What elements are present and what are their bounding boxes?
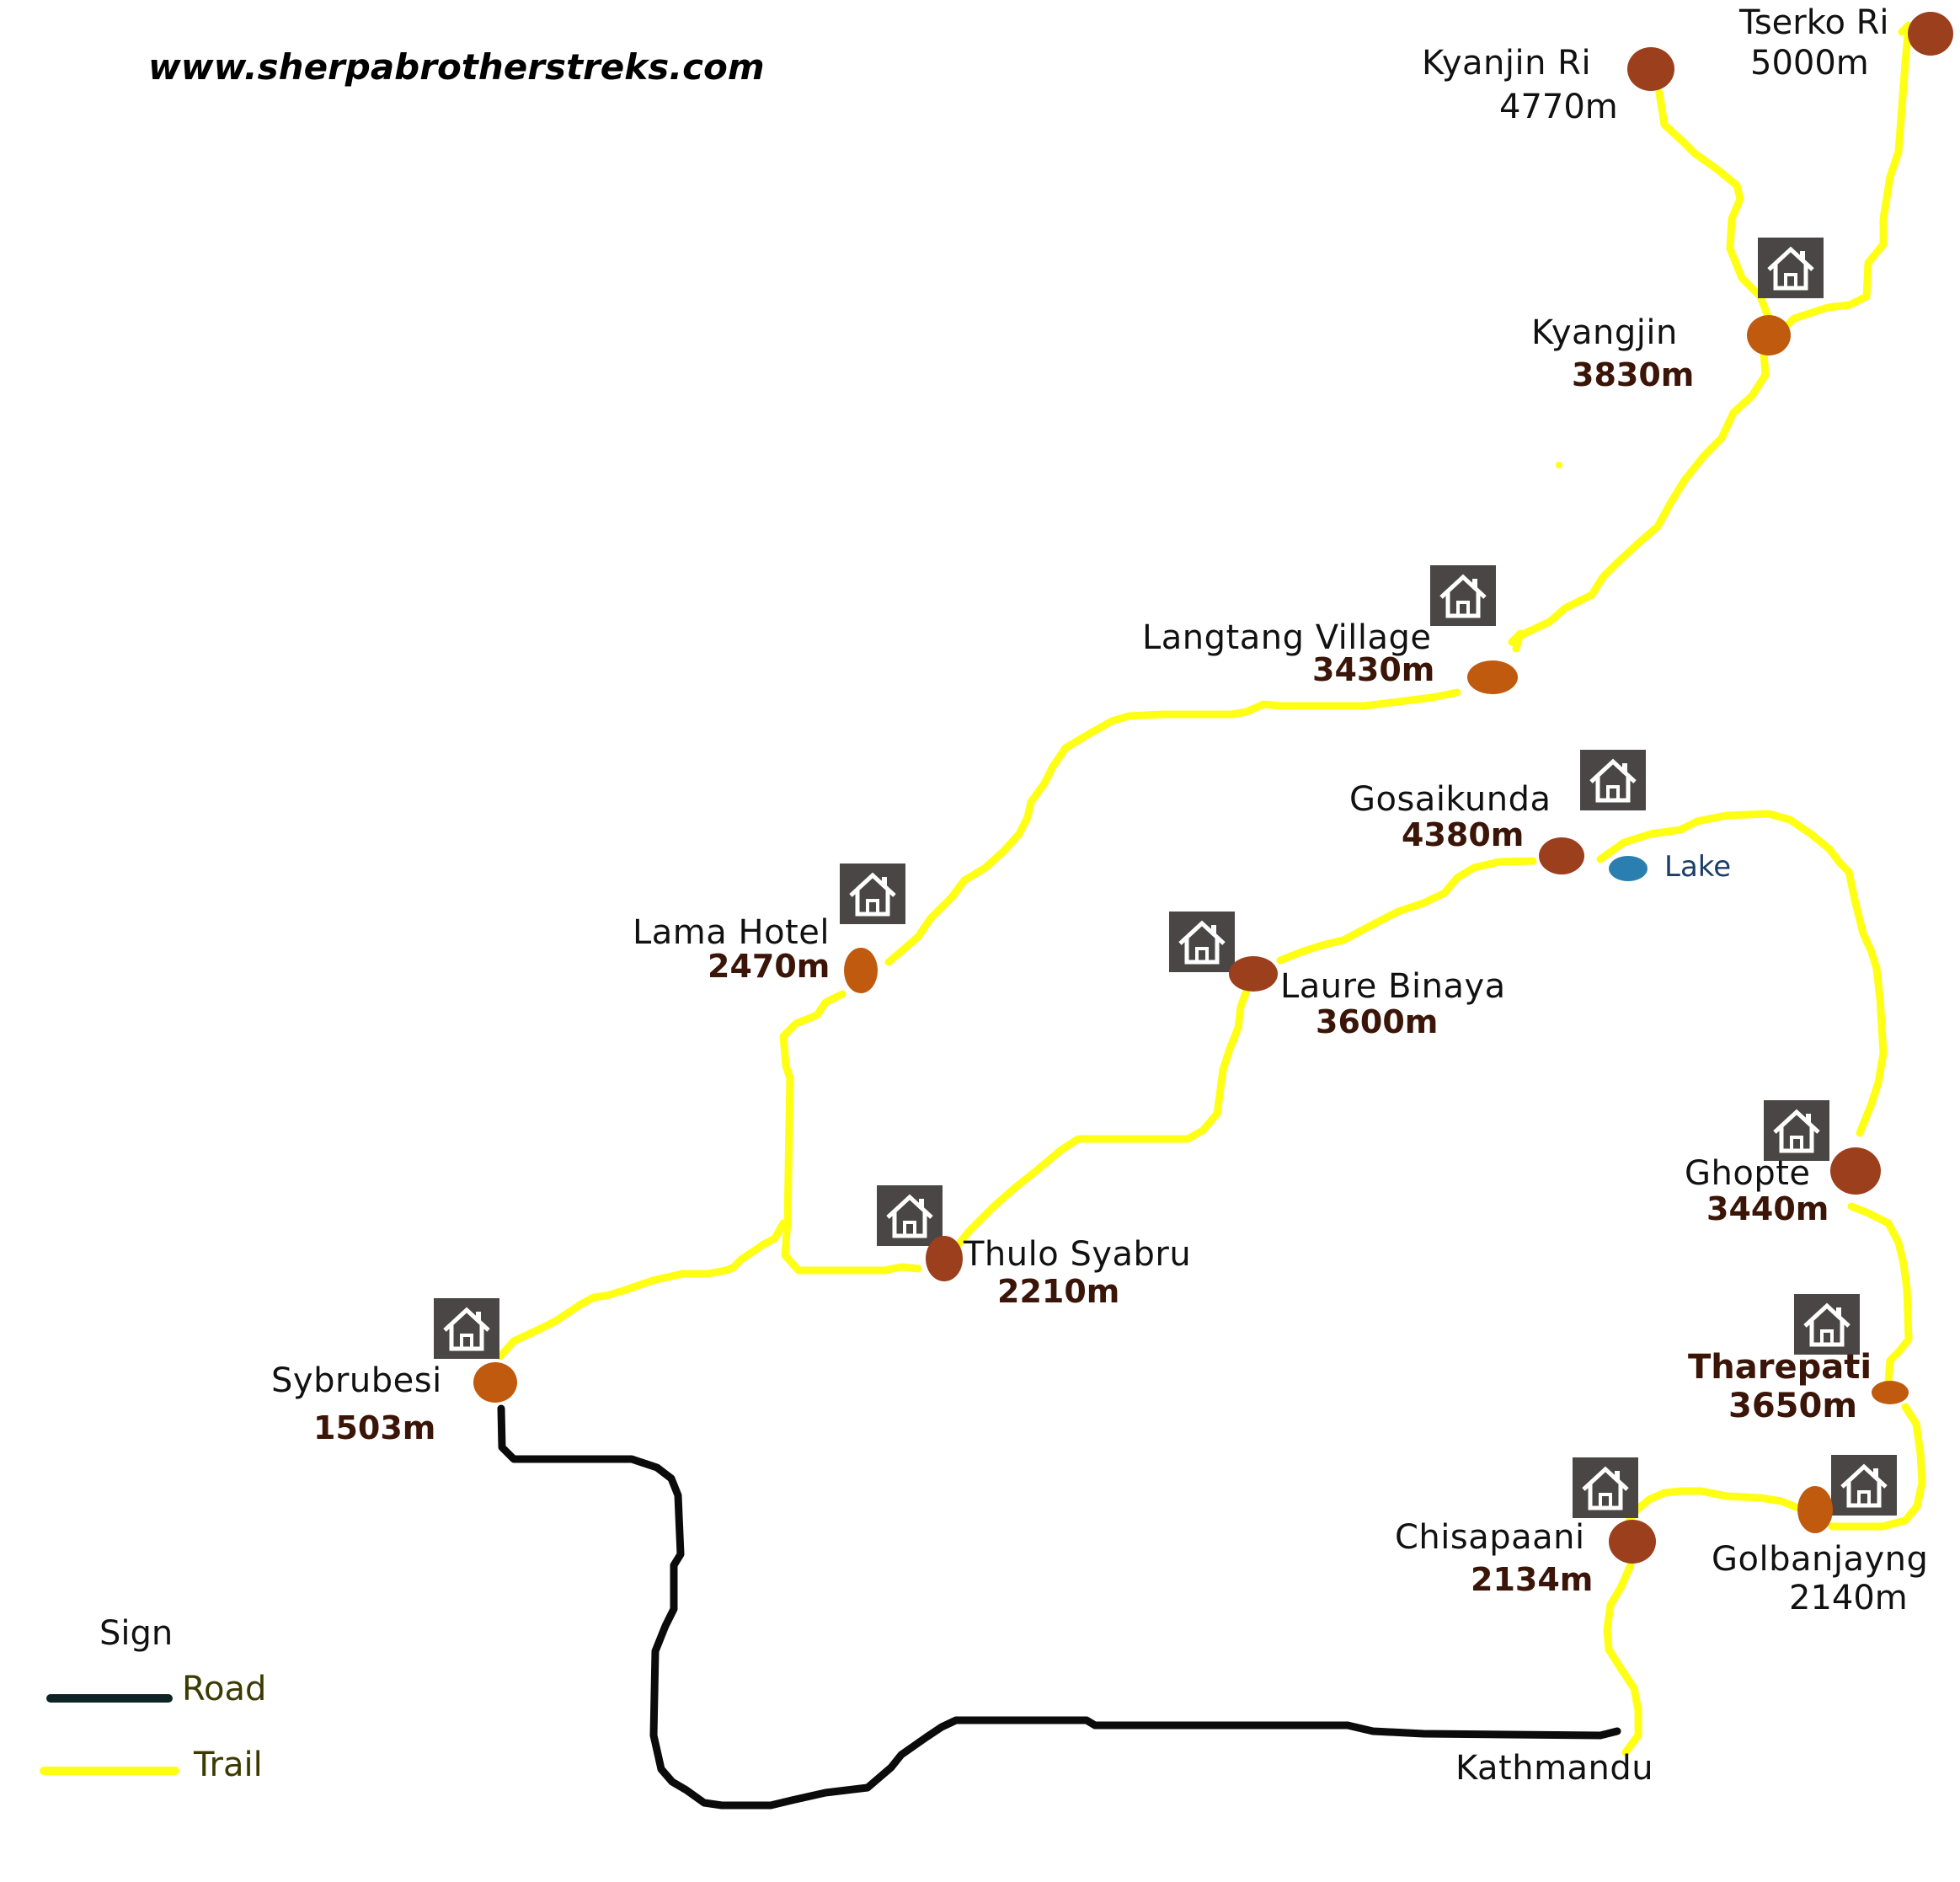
marker-ghopte xyxy=(1830,1147,1881,1195)
trail-langtang-lamahotel xyxy=(884,688,1461,966)
place-altitude-kyanjin-ri: 4770m xyxy=(1499,88,1618,126)
place-altitude-thulo-syabru: 2210m xyxy=(997,1273,1119,1310)
house-icon xyxy=(1764,1100,1829,1161)
place-altitude-laure-binaya: 3600m xyxy=(1316,1003,1438,1040)
trail-lamahotel-thulosyabru xyxy=(779,990,922,1275)
place-altitude-tserko-ri: 5000m xyxy=(1750,44,1869,83)
house-icon xyxy=(1831,1455,1897,1516)
marker-kyangjin xyxy=(1747,315,1791,356)
legend-title: Sign xyxy=(99,1614,173,1653)
place-name-thulo-syabru: Thulo Syabru xyxy=(963,1235,1191,1274)
marker-tharepati xyxy=(1872,1381,1909,1404)
lake-label: Lake xyxy=(1664,850,1731,884)
trail-chisapaani-kathmandu xyxy=(1603,1561,1642,1756)
marker-tserko-ri xyxy=(1908,12,1953,56)
place-name-kathmandu: Kathmandu xyxy=(1455,1749,1653,1788)
place-name-langtang: Langtang Village xyxy=(1142,618,1432,657)
trail-ghopte-tharepati xyxy=(1847,1202,1913,1386)
place-altitude-chisapaani: 2134m xyxy=(1471,1561,1593,1598)
marker-gosaikunda xyxy=(1539,837,1584,874)
house-icon xyxy=(1430,565,1496,626)
marker-lama-hotel xyxy=(844,948,878,993)
place-name-kyangjin: Kyangjin xyxy=(1531,313,1678,352)
trail-tserkori-kyangjin xyxy=(1780,21,1913,333)
legend-trail-label: Trail xyxy=(193,1746,263,1784)
trail-thulosyabru-laurebinaya xyxy=(946,986,1251,1259)
place-name-laure-binaya: Laure Binaya xyxy=(1280,967,1506,1006)
place-name-gosaikunda: Gosaikunda xyxy=(1349,780,1551,819)
trail-sybrubesi-lamahotel xyxy=(496,1219,788,1361)
trail-gosaikunda-ghopte xyxy=(1596,810,1888,1137)
place-altitude-lama-hotel: 2470m xyxy=(708,948,830,985)
place-name-sybrubesi: Sybrubesi xyxy=(271,1361,442,1400)
place-altitude-gosaikunda: 4380m xyxy=(1402,816,1524,853)
place-altitude-langtang: 3430m xyxy=(1312,651,1434,688)
legend-road-label: Road xyxy=(182,1670,266,1708)
legend: Sign Road Trail xyxy=(40,1614,266,1784)
place-name-tserko-ri: Tserko Ri xyxy=(1738,3,1889,42)
house-icon xyxy=(1580,750,1646,810)
trail-laurebinaya-gosaikunda xyxy=(1276,857,1537,965)
house-icon xyxy=(434,1298,499,1359)
place-name-chisapaani: Chisapaani xyxy=(1395,1518,1585,1557)
house-icon xyxy=(877,1185,943,1246)
website-url: www.sherpabrotherstreks.com xyxy=(148,46,765,88)
marker-kyanjin-ri xyxy=(1627,47,1674,91)
place-name-golbanjayng: Golbanjayng xyxy=(1712,1540,1928,1579)
house-icon xyxy=(1794,1294,1860,1355)
marker-sybrubesi xyxy=(473,1362,517,1403)
trail-dot xyxy=(1556,462,1562,468)
trail-kyanjinri-kyangjin xyxy=(1655,88,1773,323)
house-icon xyxy=(1758,238,1824,298)
trail-kyangjin-langtang xyxy=(1508,348,1770,653)
trail-golbanjayng-chisapaani xyxy=(1623,1487,1802,1529)
place-name-kyanjin-ri: Kyanjin Ri xyxy=(1422,44,1591,83)
marker-golbanjayng xyxy=(1797,1486,1833,1533)
trail-tharepati-golbanjayng xyxy=(1828,1403,1926,1531)
place-altitude-sybrubesi: 1503m xyxy=(313,1409,435,1446)
marker-chisapaani xyxy=(1609,1520,1656,1564)
lake xyxy=(1609,856,1648,881)
road-sybrubesi-kathmandu xyxy=(497,1404,1621,1810)
place-altitude-golbanjayng: 2140m xyxy=(1789,1579,1908,1617)
marker-thulo-syabru xyxy=(926,1236,963,1281)
marker-laure-binaya xyxy=(1229,956,1278,992)
place-altitude-ghopte: 3440m xyxy=(1706,1190,1829,1227)
place-name-ghopte: Ghopte xyxy=(1685,1154,1811,1193)
place-name-lama-hotel: Lama Hotel xyxy=(633,913,830,952)
place-name-tharepati: Tharepati xyxy=(1688,1348,1872,1387)
house-icon xyxy=(1169,912,1235,972)
marker-langtang xyxy=(1467,660,1518,694)
house-icon xyxy=(840,863,905,924)
house-icon xyxy=(1573,1457,1638,1518)
place-altitude-kyangjin: 3830m xyxy=(1572,356,1694,393)
place-altitude-tharepati: 3650m xyxy=(1728,1387,1857,1425)
